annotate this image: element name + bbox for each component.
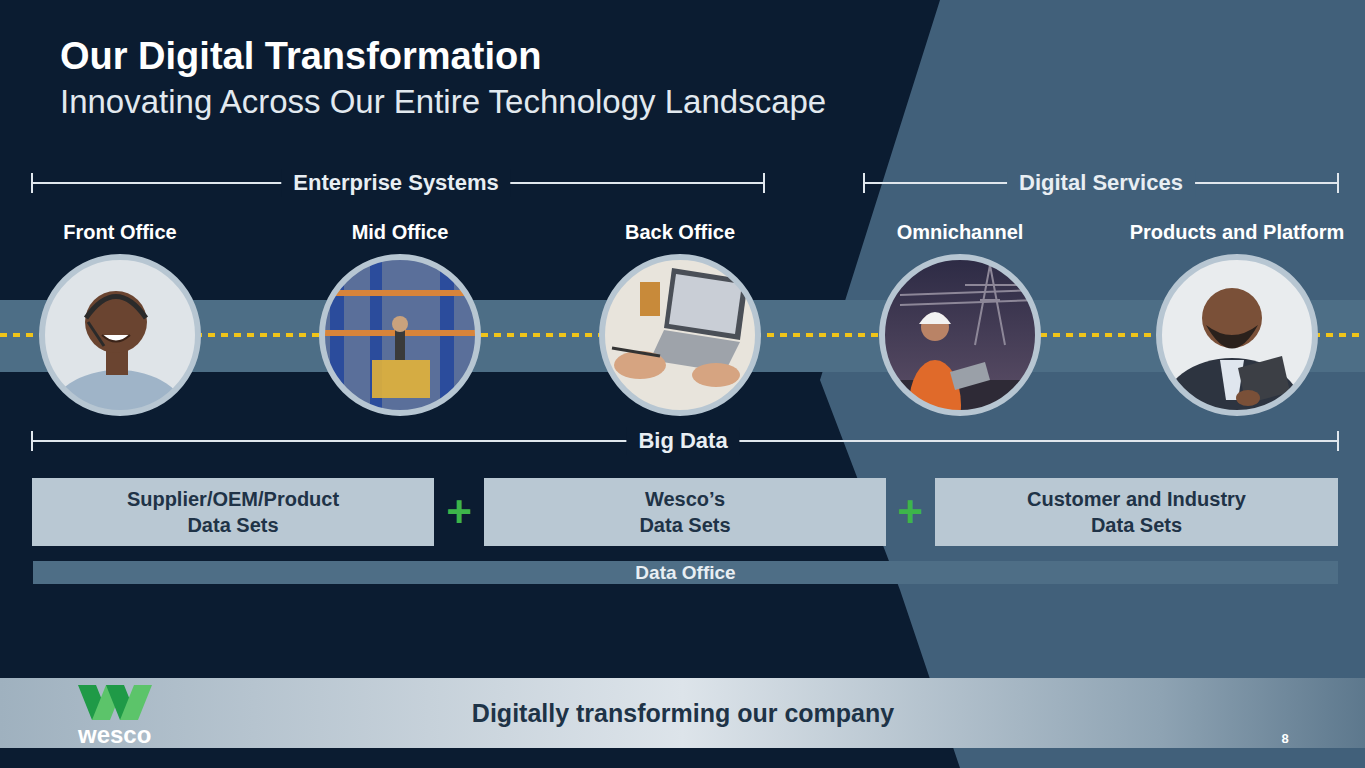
photo-field-worker xyxy=(880,255,1040,450)
slide-subtitle: Innovating Across Our Entire Technology … xyxy=(60,82,826,122)
data-set-box: Wesco’s Data Sets xyxy=(484,478,886,546)
node-heading: Products and Platform xyxy=(1125,218,1350,246)
plus-sign: + xyxy=(446,490,472,534)
page-number: 8 xyxy=(1281,732,1288,745)
caption-banner xyxy=(0,678,1365,748)
light-panel xyxy=(820,0,1365,768)
photo-agent xyxy=(40,255,200,460)
bracket-label: Digital Services xyxy=(1007,169,1195,197)
photo-circle: Products and Platform xyxy=(1125,218,1350,418)
data-office-band: Data Office xyxy=(33,561,1338,584)
photo-circle: Back Office xyxy=(585,218,775,418)
photo-frames xyxy=(42,257,1315,413)
data-set-box: Supplier/OEM/Product Data Sets xyxy=(32,478,434,546)
brackets xyxy=(32,173,1338,451)
node-heading: Omnichannel xyxy=(865,218,1055,246)
plus-sign: + xyxy=(897,490,923,534)
photo-tablet-user xyxy=(1157,255,1317,462)
logo-mark xyxy=(78,685,152,720)
caption-text: Digitally transforming our company xyxy=(472,699,894,728)
node-text: Supplier/OEM/Product Data Sets xyxy=(108,486,358,538)
node-heading: Front Office xyxy=(25,218,215,246)
node-heading: Back Office xyxy=(585,218,775,246)
slide-title: Our Digital Transformation xyxy=(60,34,541,80)
bracket-label: Enterprise Systems xyxy=(281,169,510,197)
photo-warehouse xyxy=(320,255,480,415)
node-text: Customer and Industry Data Sets xyxy=(1012,486,1262,538)
logo-wordmark: wesco xyxy=(78,723,151,747)
photo-circle: Mid Office xyxy=(305,218,495,418)
photo-circle: Front Office xyxy=(25,218,215,418)
photo-laptop xyxy=(600,255,760,415)
node-text: Wesco’s Data Sets xyxy=(625,486,745,538)
data-set-box: Customer and Industry Data Sets xyxy=(935,478,1338,546)
photo-circle: Omnichannel xyxy=(865,218,1055,418)
node-text: Data Office xyxy=(635,561,735,584)
node-heading: Mid Office xyxy=(305,218,495,246)
bracket-label: Big Data xyxy=(626,427,739,455)
